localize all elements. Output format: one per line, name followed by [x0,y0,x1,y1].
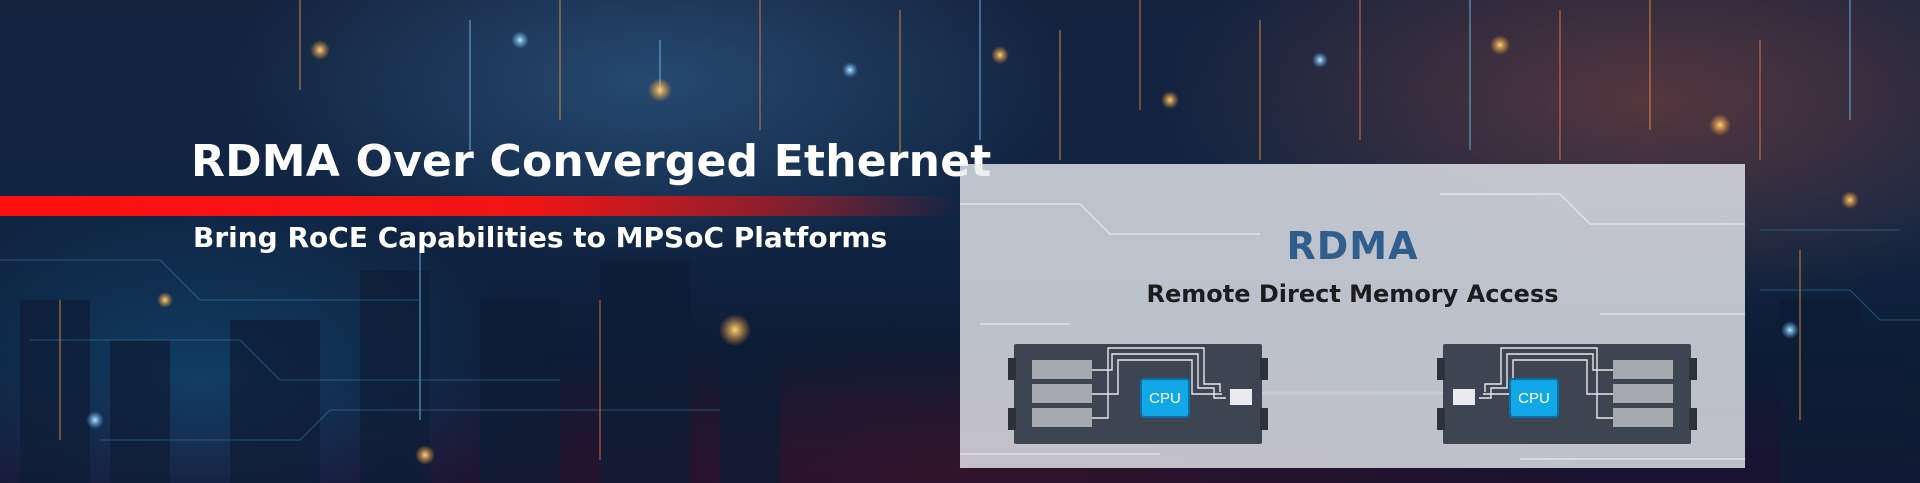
diagram-subheading: Remote Direct Memory Access [1146,280,1559,308]
red-accent-bar [0,196,960,216]
server-chassis-graphic [1008,344,1268,444]
server-right: CPU [1437,340,1697,448]
panel-circuit-background [960,193,1745,460]
banner-title: RDMA Over Converged Ethernet [191,136,992,187]
rdma-diagram-panel: RDMA Remote Direct Memory Access CPU [960,164,1745,468]
cpu-chip-left: CPU [1140,378,1190,418]
diagram-heading: RDMA [1286,224,1419,268]
server-chassis-graphic [1437,344,1697,444]
server-left: CPU [1008,340,1268,448]
cpu-chip-right: CPU [1509,378,1559,418]
banner-subtitle: Bring RoCE Capabilities to MPSoC Platfor… [193,221,888,254]
